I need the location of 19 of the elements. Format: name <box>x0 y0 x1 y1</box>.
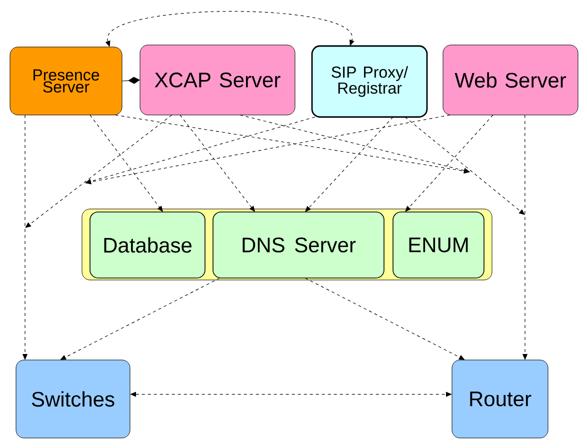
device-box: Router <box>452 360 548 438</box>
server-box: XCAP Server <box>140 44 296 116</box>
arrow <box>60 278 220 360</box>
arrow <box>122 76 140 84</box>
service-box: Database <box>90 212 206 278</box>
service-box: ENUM <box>392 212 484 278</box>
server-box: SIP Proxy/ Registrar <box>311 45 428 118</box>
device-box: Switches <box>16 360 130 438</box>
arrow <box>304 278 465 360</box>
server-box: Presence Server <box>10 46 122 116</box>
arrow <box>25 114 172 228</box>
service-box: DNS Server <box>212 212 384 278</box>
server-box: Web Server <box>442 44 578 116</box>
arrow <box>90 114 163 212</box>
arrow <box>405 114 494 212</box>
arrow <box>404 116 525 215</box>
arrow <box>305 116 394 212</box>
arrow <box>85 114 450 184</box>
arrow <box>130 392 452 397</box>
